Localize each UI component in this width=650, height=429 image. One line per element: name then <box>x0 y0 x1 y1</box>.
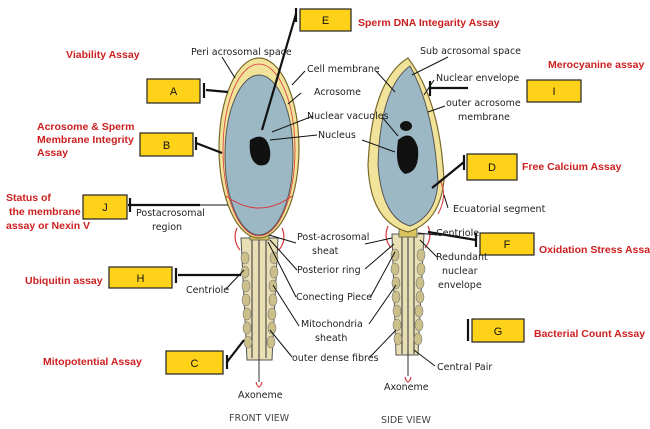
front-tail <box>234 227 285 388</box>
box-A-label: A <box>170 86 178 98</box>
assay-bacterial: Bacterial Count Assay <box>534 328 645 340</box>
label-outer-dense: outer dense fibres <box>292 353 379 364</box>
label-side-view: SIDE VIEW <box>381 415 431 426</box>
assay-status-line2: the membrane <box>9 206 81 218</box>
assay-acrosome-line2: Membrane Integrity <box>37 134 134 146</box>
label-nuclear-envelope: Nuclear envelope <box>436 73 519 84</box>
label-nucleus: Nucleus <box>318 130 356 141</box>
box-F-label: F <box>504 239 511 251</box>
label-centriole-left: Centriole <box>186 285 229 296</box>
label-mitochondria-1: Mitochondria <box>301 319 363 330</box>
label-postacrosomal-2: region <box>152 222 182 233</box>
label-acrosome: Acrosome <box>314 87 361 98</box>
box-H-label: H <box>137 273 145 285</box>
label-peri-acrosomal: Peri acrosomal space <box>191 47 292 58</box>
box-C-label: C <box>191 358 199 370</box>
box-C[interactable]: C <box>165 350 224 375</box>
label-cell-membrane: Cell membrane <box>307 64 380 75</box>
box-connectors <box>128 8 478 369</box>
box-E[interactable]: E <box>299 8 352 32</box>
assay-merocyanine: Merocyanine assay <box>548 59 644 71</box>
assay-status-line1: Status of <box>6 192 51 204</box>
assay-status-line3: assay or Nexin V <box>6 220 90 232</box>
label-posterior-ring: Posterior ring <box>297 265 361 276</box>
box-B[interactable]: B <box>139 132 194 157</box>
assay-acrosome-line3: Assay <box>37 147 68 159</box>
label-sub-acrosomal: Sub acrosomal space <box>420 46 521 57</box>
assay-sperm-dna: Sperm DNA Integarity Assay <box>358 17 500 29</box>
label-postacrosomal-1: Postacrosomal <box>136 208 205 219</box>
assay-viability: Viability Assay <box>66 49 140 61</box>
label-centriole-right: Centriole <box>436 228 479 239</box>
assay-ubiquitin: Ubiquitin assay <box>25 275 103 287</box>
label-axoneme-right: Axoneme <box>384 382 429 393</box>
box-J-label: J <box>102 202 108 214</box>
label-redundant-2: nuclear <box>442 266 478 277</box>
box-I[interactable]: I <box>526 79 582 103</box>
box-D-label: D <box>488 162 496 174</box>
label-post-acrosomal-sheat-1: Post-acrosomal <box>297 232 369 243</box>
assay-acrosome-line1: Acrosome & Sperm <box>37 121 134 133</box>
label-front-view: FRONT VIEW <box>229 413 290 424</box>
box-G[interactable]: G <box>471 318 525 343</box>
assay-oxidation: Oxidation Stress Assay <box>539 244 650 256</box>
label-ecuatorial: Ecuatorial segment <box>453 204 546 215</box>
label-redundant-3: envelope <box>438 280 482 291</box>
side-view-sperm <box>367 57 445 383</box>
label-outer-acrosome-2: membrane <box>458 112 510 123</box>
assay-free-calcium: Free Calcium Assay <box>522 161 622 173</box>
box-G-label: G <box>494 326 503 338</box>
front-head <box>218 57 300 239</box>
label-conecting-piece: Conecting Piece <box>296 292 372 303</box>
label-central-pair: Central Pair <box>437 362 492 373</box>
label-nuclear-vacuoles: Nuclear vacuoles <box>307 111 389 122</box>
box-A[interactable]: A <box>146 78 201 104</box>
box-H[interactable]: H <box>108 266 173 289</box>
box-B-label: B <box>163 140 170 152</box>
side-head <box>367 57 445 233</box>
side-tail <box>385 225 431 383</box>
assay-mitopotential: Mitopotential Assay <box>43 356 142 368</box>
box-J[interactable]: J <box>82 194 128 220</box>
label-redundant-1: Redundant <box>436 252 488 263</box>
box-E-label: E <box>322 15 329 27</box>
front-view-sperm <box>218 57 300 388</box>
box-D[interactable]: D <box>466 153 518 181</box>
box-F[interactable]: F <box>479 232 535 256</box>
label-axoneme-left: Axoneme <box>238 390 283 401</box>
box-I-label: I <box>552 86 555 98</box>
label-outer-acrosome-1: outer acrosome <box>446 98 521 109</box>
leader-lines <box>200 56 449 367</box>
label-post-acrosomal-sheat-2: sheat <box>312 246 339 257</box>
label-mitochondria-2: sheath <box>315 333 347 344</box>
